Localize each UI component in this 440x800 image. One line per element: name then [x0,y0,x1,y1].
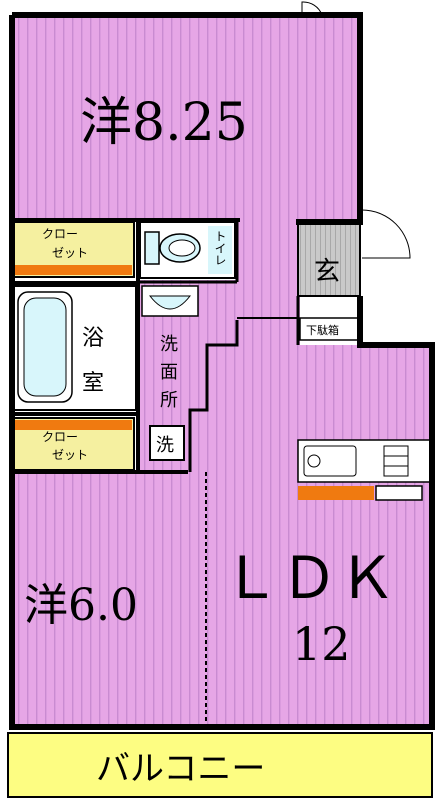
washer-label: 洗 [156,435,174,456]
fridge-slot [375,485,423,501]
balcony [7,732,433,798]
walls [9,12,435,730]
ldk-label: ＬＤＫ [222,544,396,612]
closet-bottom-line1: クロー [42,430,78,444]
entrance [297,221,361,297]
kitchen-strip [298,486,374,500]
western-room-2-label: 洋6.0 [24,580,138,631]
door-swing-icon [361,209,411,259]
shoebox-label: 下駄箱 [306,323,339,337]
stove-icon [383,445,409,477]
hall-floor [237,220,297,320]
toilet-label-bg [208,226,232,274]
kitchen-sink-icon [303,445,357,477]
ldk-size: 12 [292,617,351,671]
washroom-label-3: 所 [160,390,178,411]
bath-label-1: 浴 [82,326,104,351]
washroom-label-1: 洗 [160,334,178,355]
closet-top-strip [14,265,132,275]
bath-label-2: 室 [82,371,104,396]
toilet-icon [144,231,201,265]
closet-top-line2: ゼット [52,246,88,260]
closet-bottom-line2: ゼット [52,448,88,462]
ldk-room [207,318,432,725]
western-room-1-label: 洋8.25 [80,93,248,153]
washbasin-icon [141,285,199,317]
bathtub-icon [17,291,73,403]
washer [149,425,185,461]
closet-top-line1: クロー [42,227,78,241]
washroom-label-2: 面 [160,362,178,383]
closet-bottom-strip [14,420,132,430]
western-room-1 [12,15,360,220]
toilet-label: トイレ [213,230,227,266]
entrance-label: 玄 [314,257,340,287]
western-room-2 [12,470,207,725]
balcony-label: バルコニー [96,749,265,789]
